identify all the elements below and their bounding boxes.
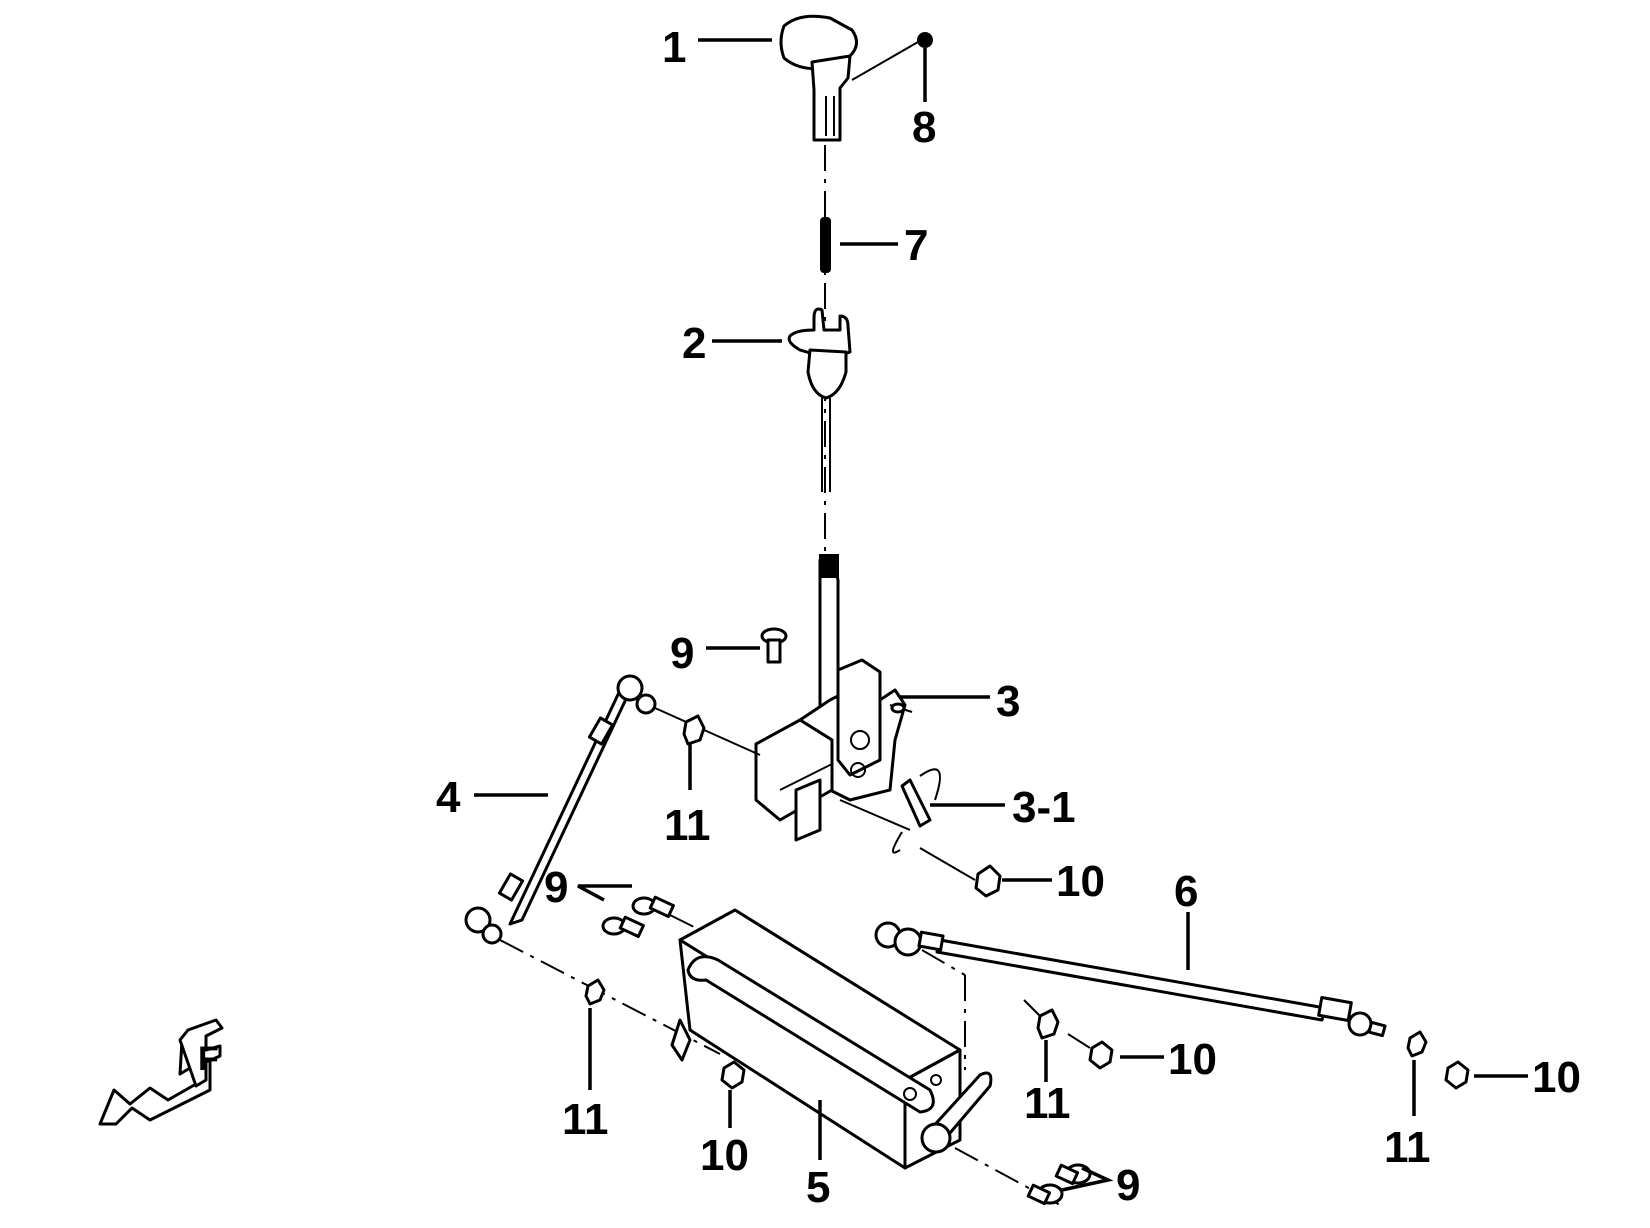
callout-9-left: 9 [544,863,568,912]
part-shift-bracket [754,554,913,842]
callout-3-1: 3-1 [1012,783,1076,832]
part-nut-c [1067,1033,1114,1070]
leader-lines [474,38,1528,1192]
part-clip-a [682,714,706,746]
part-nut-b [720,1060,746,1090]
part-left-link-rod [464,674,761,1055]
part-clip-b [584,978,606,1006]
callout-5: 5 [806,1163,830,1212]
front-direction-arrow-icon: F [98,1018,224,1126]
callout-11-mid: 11 [1024,1079,1071,1128]
callout-2: 2 [682,319,706,368]
part-knob [779,14,858,142]
part-nut-a [974,864,1002,898]
part-lever-guide [787,307,852,492]
part-nut-d [1444,1060,1470,1090]
part-bolts-left [601,895,701,939]
callout-9-top: 9 [670,629,694,678]
part-return-spring [839,768,976,881]
callout-1: 1 [662,23,686,72]
part-bolt-top [760,627,788,664]
callout-9-right: 9 [1116,1161,1140,1210]
part-right-link-rod [874,921,1387,1070]
part-spring [820,217,831,273]
callout-11-left: 11 [562,1095,609,1144]
part-pin [851,32,933,81]
callout-6: 6 [1174,867,1198,916]
callout-10-top: 10 [1056,857,1105,906]
callout-10-left: 10 [700,1131,749,1180]
front-direction-letter: F [198,1040,219,1078]
callout-10-right: 10 [1532,1053,1581,1102]
callout-11-right: 11 [1384,1123,1431,1172]
callout-3: 3 [996,677,1020,726]
callout-11-top: 11 [664,801,711,850]
callout-7: 7 [904,221,928,270]
part-clip-c [1023,999,1060,1040]
part-shift-housing [670,908,1061,1206]
part-clip-d [1406,1030,1428,1058]
callout-4: 4 [436,773,461,822]
callout-10-mid: 10 [1168,1035,1217,1084]
callout-8: 8 [912,103,936,152]
